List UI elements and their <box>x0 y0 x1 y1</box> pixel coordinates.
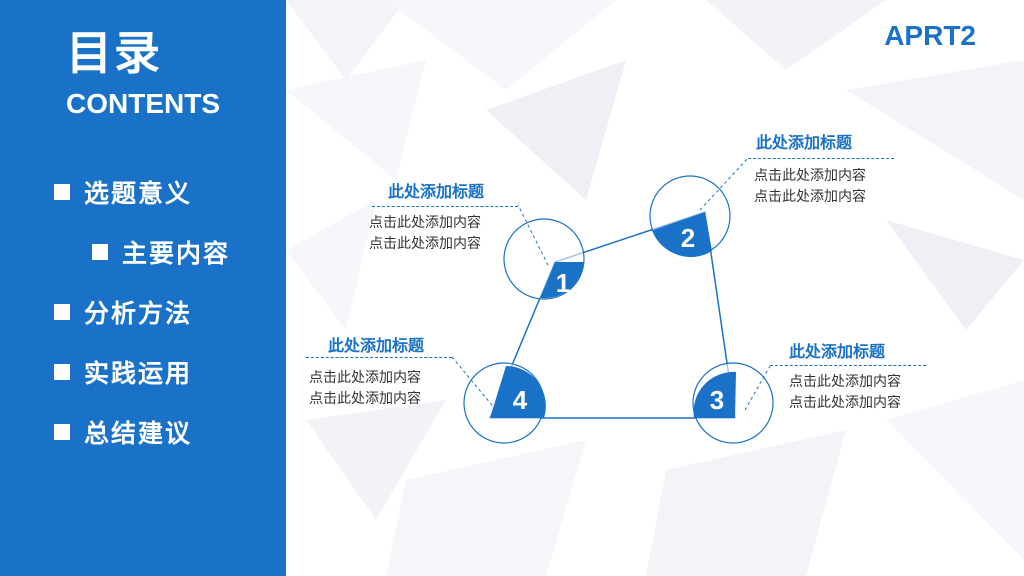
background-pattern <box>286 0 1024 576</box>
step-1-text-1[interactable]: 点击此处添加内容 <box>369 215 481 231</box>
step-sector-2 <box>653 212 712 258</box>
step-number-4: 4 <box>513 385 528 415</box>
sidebar: 目录 CONTENTS 选题意义 主要内容 分析方法 实践运用 总结建议 <box>0 0 286 576</box>
menu-item-label: 主要内容 <box>122 239 231 268</box>
menu-item-label: 实践运用 <box>84 359 193 388</box>
contents-title-en: CONTENTS <box>66 88 220 119</box>
step-number-2: 2 <box>681 223 695 253</box>
bullet-square-icon <box>54 424 70 440</box>
menu-item-5[interactable]: 总结建议 <box>54 414 192 450</box>
step-number-3: 3 <box>710 385 724 415</box>
menu-item-1[interactable]: 选题意义 <box>54 174 192 210</box>
menu-item-4[interactable]: 实践运用 <box>54 354 192 390</box>
step-circle-1 <box>503 218 585 300</box>
bullet-square-icon <box>92 244 108 260</box>
step-1-divider <box>372 206 518 207</box>
step-1-title[interactable]: 此处添加标题 <box>388 182 485 201</box>
step-2-text-1[interactable]: 点击此处添加内容 <box>754 168 866 184</box>
step-sector-4 <box>490 366 546 418</box>
step-sector-3 <box>693 371 736 418</box>
contents-title-cn: 目录 <box>66 26 162 80</box>
step-sector-1 <box>540 262 584 299</box>
step-2-title[interactable]: 此处添加标题 <box>756 133 853 152</box>
step-3-title[interactable]: 此处添加标题 <box>789 342 886 361</box>
part-label: APRT2 <box>884 20 976 51</box>
bullet-square-icon <box>54 364 70 380</box>
step-3-divider <box>770 365 926 366</box>
step-3-text-2[interactable]: 点击此处添加内容 <box>789 395 901 411</box>
menu-item-2[interactable]: 主要内容 <box>92 234 230 270</box>
bullet-square-icon <box>54 184 70 200</box>
menu-item-label: 分析方法 <box>84 299 193 328</box>
step-3-text-1[interactable]: 点击此处添加内容 <box>789 374 901 390</box>
menu-item-label: 选题意义 <box>84 179 193 208</box>
step-4-divider <box>306 357 452 358</box>
step-4-text-1[interactable]: 点击此处添加内容 <box>309 370 421 386</box>
step-2-text-2[interactable]: 点击此处添加内容 <box>754 189 866 205</box>
step-1-text-2[interactable]: 点击此处添加内容 <box>369 236 481 252</box>
step-2-divider <box>748 158 894 159</box>
menu-item-3[interactable]: 分析方法 <box>54 294 192 330</box>
menu-item-label: 总结建议 <box>84 419 193 448</box>
bullet-square-icon <box>54 304 70 320</box>
step-4-text-2[interactable]: 点击此处添加内容 <box>309 391 421 407</box>
step-number-1: 1 <box>556 268 570 298</box>
step-4-title[interactable]: 此处添加标题 <box>328 336 425 355</box>
